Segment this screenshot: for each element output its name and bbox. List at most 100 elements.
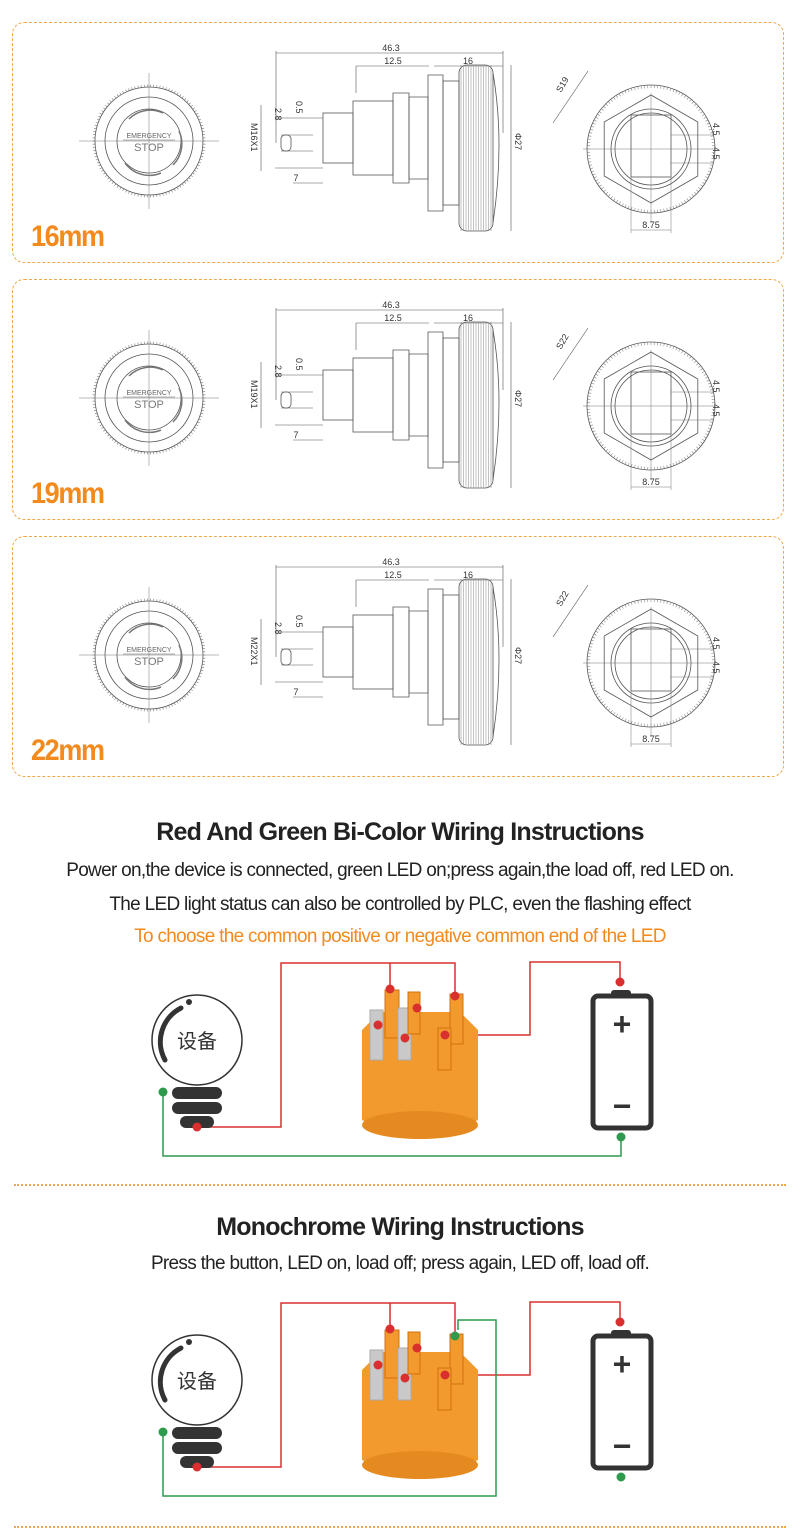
minus-sign: − [613,1428,632,1464]
dimension-drawing: EMERGENCY STOP 46.3 12.5 16 2.8 0.5 M19X… [79,300,721,490]
load-bulb-icon: 设备 [151,994,243,1128]
wire-terminal-dot [158,1087,168,1097]
wire-terminal-dot [412,1343,422,1353]
wiring-svg: 设备 + − [151,1301,654,1497]
dim-overall: 46.3 [382,43,400,53]
size-label: 19mm [31,477,105,510]
button-face-view: EMERGENCY STOP [79,587,219,723]
side-view: 46.3 12.5 16 2.8 0.5 M19X1 7 Φ27 [249,300,523,489]
dim-pin-length: 2.8 [273,365,283,378]
bicolor-line-1: Power on,the device is connected, green … [66,860,734,881]
dim-overall: 46.3 [382,300,400,310]
dim-pin-depth: 7 [293,430,298,440]
face-text-emergency: EMERGENCY [126,647,171,654]
red-wire-supply [445,1301,621,1376]
face-text-emergency: EMERGENCY [126,133,171,140]
mono-wiring-diagram: 设备 + − [0,1290,800,1510]
wire-terminal-dot [400,1373,410,1383]
wire-terminal-dot [450,991,460,1001]
dim-pin-gap: 0.5 [294,101,304,114]
thread-size: M16X1 [249,123,259,152]
device-label: 设备 [177,1369,217,1393]
dim-pin-depth: 7 [293,687,298,697]
wire-terminal-dot [373,1020,383,1030]
mono-title: Monochrome Wiring Instructions [216,1213,584,1241]
dim-diameter: Φ27 [513,647,523,664]
bicolor-line-2: The LED light status can also be control… [109,894,691,915]
dim-diameter: Φ27 [513,390,523,407]
wire-terminal-dot [616,1132,626,1142]
wire-terminal-dot [373,1360,383,1370]
section-divider [14,1184,786,1186]
size-label: 16mm [31,220,105,253]
dim-head: 16 [463,313,473,323]
button-face-view: EMERGENCY STOP [79,330,219,466]
battery-icon: + − [590,1330,654,1471]
bicolor-wiring-diagram: 设备 + − [0,950,800,1170]
wire-terminal-dot [400,1033,410,1043]
dim-head: 16 [463,56,473,66]
face-text-stop: STOP [134,142,164,154]
device-label: 设备 [177,1029,217,1053]
wire-terminal-dot [450,1331,460,1341]
dim-pin-gap: 0.5 [294,358,304,371]
dim-pin-span: 8.75 [642,477,660,487]
switch-terminal-block [362,989,478,1139]
wire-terminal-dot [615,977,625,987]
face-text-emergency: EMERGENCY [126,390,171,397]
dim-pitch-b: 4.5 [711,661,721,674]
dimension-panel-16mm: EMERGENCY STOP 46.3 12.5 16 2.8 0.5 M16X… [12,22,784,263]
wire-terminal-dot [616,1472,626,1482]
dim-body: 12.5 [384,56,402,66]
battery-icon: + − [590,990,654,1131]
dimension-drawing: EMERGENCY STOP 46.3 12.5 16 2.8 0.5 M16X… [79,43,721,233]
wire-terminal-dot [192,1122,202,1132]
dim-pin-span: 8.75 [642,220,660,230]
rear-view: S22 4.5 4.5 8.75 [552,327,721,490]
mono-line-1: Press the button, LED on, load off; pres… [150,1253,650,1274]
wire-terminal-dot [385,1324,395,1334]
dim-pin-length: 2.8 [273,622,283,635]
rear-view: S19 4.5 4.5 8.75 [552,70,721,233]
hex-size: S19 [554,75,571,94]
dimension-panel-19mm: EMERGENCY STOP 46.3 12.5 16 2.8 0.5 M19X… [12,279,784,520]
dim-pitch-b: 4.5 [711,404,721,417]
wire-terminal-dot [440,1370,450,1380]
dim-pin-depth: 7 [293,173,298,183]
dim-pitch-a: 4.5 [711,123,721,136]
side-view: 46.3 12.5 16 2.8 0.5 M22X1 7 Φ27 [249,557,523,746]
green-wire [162,1092,622,1157]
dim-pitch-a: 4.5 [711,380,721,393]
face-text-stop: STOP [134,656,164,668]
dim-overall: 46.3 [382,557,400,567]
plus-sign: + [613,1006,632,1042]
red-wire-supply [445,961,621,1036]
dim-head: 16 [463,570,473,580]
rear-view: S22 4.5 4.5 8.75 [552,584,721,747]
dim-pitch-b: 4.5 [711,147,721,160]
face-text-stop: STOP [134,399,164,411]
dimension-panel-22mm: EMERGENCY STOP 46.3 12.5 16 2.8 0.5 M22X… [12,536,784,777]
bicolor-line-3: To choose the common positive or negativ… [134,926,666,947]
dim-pin-span: 8.75 [642,734,660,744]
hex-size: S22 [554,332,571,351]
switch-terminal-block [362,1329,478,1479]
thread-size: M22X1 [249,637,259,666]
wire-terminal-dot [192,1462,202,1472]
wire-terminal-dot [385,984,395,994]
dim-pitch-a: 4.5 [711,637,721,650]
load-bulb-icon: 设备 [151,1334,243,1468]
wire-terminal-dot [158,1427,168,1437]
dim-diameter: Φ27 [513,133,523,150]
plus-sign: + [613,1346,632,1382]
minus-sign: − [613,1088,632,1124]
hex-size: S22 [554,589,571,608]
wiring-svg: 设备 + − [151,961,654,1157]
dim-pin-gap: 0.5 [294,615,304,628]
thread-size: M19X1 [249,380,259,409]
dim-body: 12.5 [384,313,402,323]
dim-body: 12.5 [384,570,402,580]
dim-pin-length: 2.8 [273,108,283,121]
bicolor-title: Red And Green Bi-Color Wiring Instructio… [156,818,644,846]
size-label: 22mm [31,734,105,767]
